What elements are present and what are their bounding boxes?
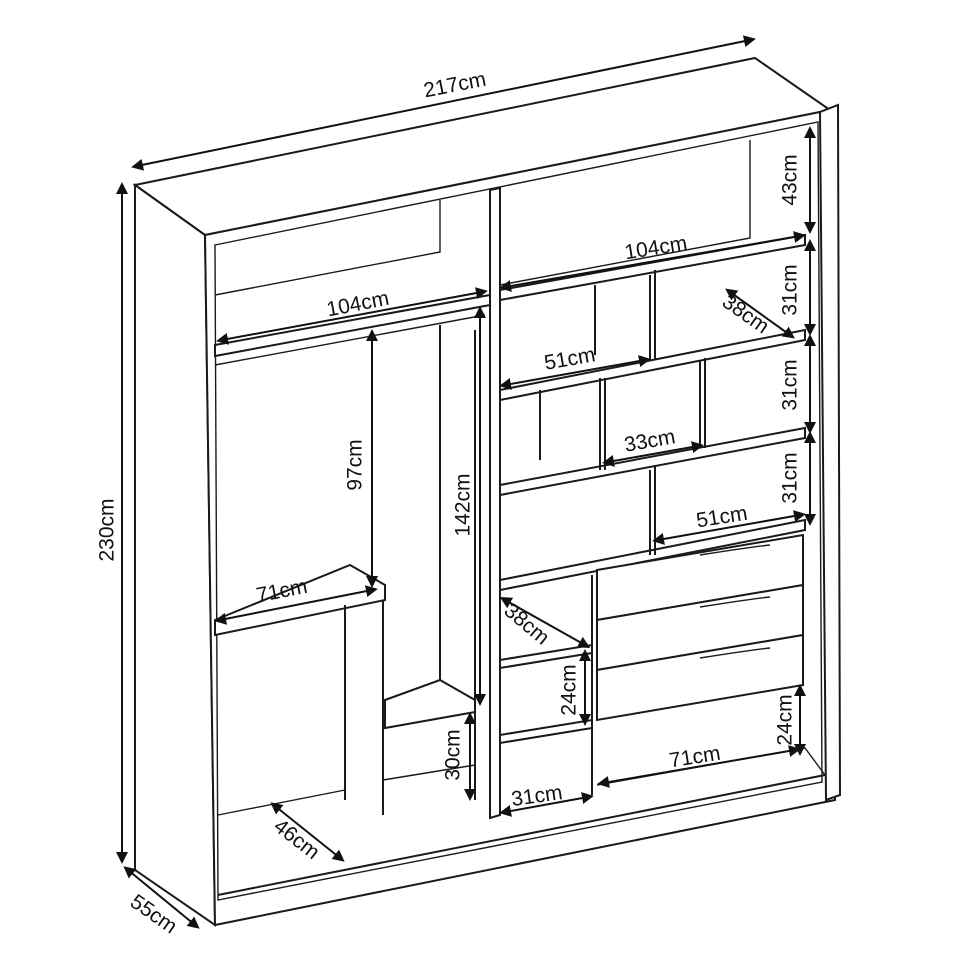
dimension-labels: 217cm 230cm 55cm 104cm 104cm 43cm 31cm 3… xyxy=(96,68,802,939)
label-right-shelf-2-height: 31cm xyxy=(779,359,802,410)
dimension-lines xyxy=(116,35,816,929)
label-top-right-height: 43cm xyxy=(779,154,802,205)
label-height: 230cm xyxy=(96,498,119,561)
label-width: 217cm xyxy=(422,68,488,103)
label-bottom-right-height: 24cm xyxy=(774,694,797,745)
label-depth: 55cm xyxy=(126,890,181,938)
label-lower-small-height: 24cm xyxy=(558,664,581,715)
label-hanging-long-height: 142cm xyxy=(452,473,475,536)
wardrobe-body xyxy=(132,56,842,927)
label-right-shelf-1-height: 31cm xyxy=(779,264,802,315)
label-bottom-shelf-height: 30cm xyxy=(442,729,465,780)
label-hanging-short-height: 97cm xyxy=(344,439,367,490)
label-right-shelf-3-height: 31cm xyxy=(779,452,802,503)
drawers xyxy=(596,533,804,722)
